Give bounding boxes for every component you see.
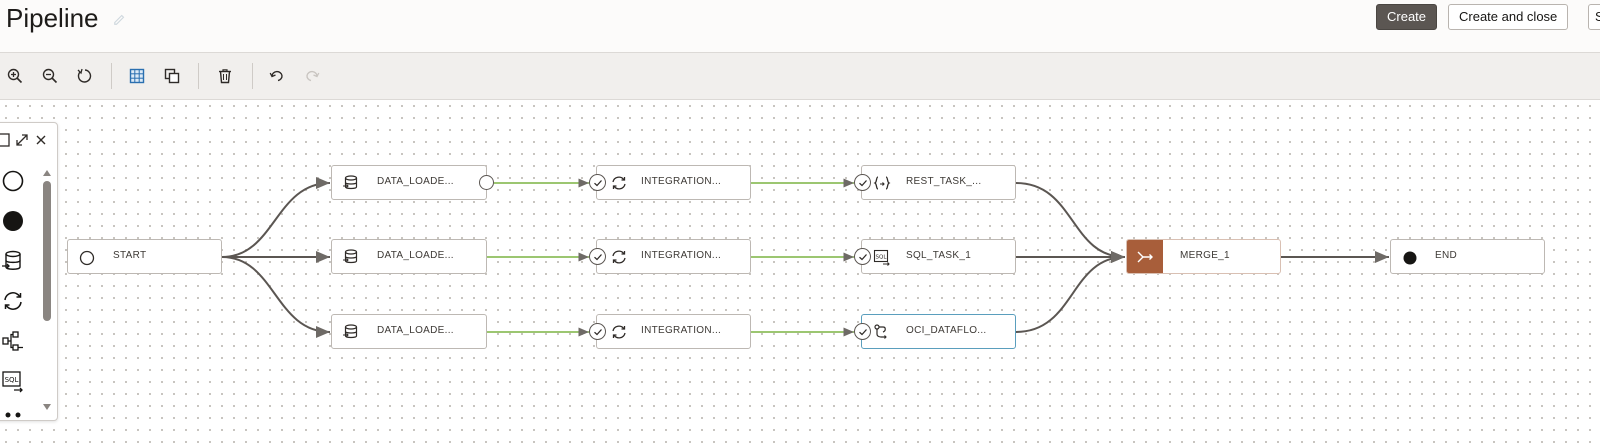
data-loader-icon bbox=[342, 323, 360, 341]
reset-icon[interactable] bbox=[74, 65, 96, 87]
data-loader-icon bbox=[342, 248, 360, 266]
start-circle-icon bbox=[78, 249, 96, 267]
node-integration-2[interactable]: INTEGRATION... bbox=[589, 239, 751, 274]
edge-start-loader3 bbox=[221, 256, 331, 338]
node-label: DATA_LOADE... bbox=[377, 325, 454, 336]
toolbar bbox=[0, 53, 1600, 100]
more-operators-icon[interactable] bbox=[1, 409, 25, 420]
undo-icon[interactable] bbox=[266, 65, 288, 87]
end-circle-icon bbox=[1401, 249, 1419, 267]
node-integration-3[interactable]: INTEGRATION... bbox=[589, 314, 751, 349]
node-rest-task[interactable]: REST_TASK_... bbox=[854, 165, 1016, 200]
rest-task-icon bbox=[873, 174, 891, 192]
node-label: DATA_LOADE... bbox=[377, 176, 454, 187]
redo-icon[interactable] bbox=[301, 65, 323, 87]
success-check-icon bbox=[854, 248, 871, 265]
toolbar-separator bbox=[252, 63, 253, 89]
scroll-up-icon[interactable] bbox=[42, 169, 52, 177]
node-label: INTEGRATION... bbox=[641, 325, 722, 336]
node-end[interactable]: END bbox=[1390, 239, 1545, 274]
scroll-down-icon[interactable] bbox=[42, 403, 52, 411]
node-label: INTEGRATION... bbox=[641, 176, 722, 187]
data-loader-icon[interactable] bbox=[1, 249, 25, 273]
svg-text:SQL: SQL bbox=[5, 376, 19, 384]
zoom-out-icon[interactable] bbox=[39, 65, 61, 87]
integration-task-icon bbox=[610, 174, 628, 192]
pipeline-edges bbox=[221, 177, 1389, 338]
svg-text:SQL: SQL bbox=[876, 255, 888, 261]
node-label: END bbox=[1435, 250, 1458, 261]
create-button[interactable]: Create bbox=[1376, 4, 1438, 30]
node-label: INTEGRATION... bbox=[641, 250, 722, 261]
edge-rest-merge bbox=[1015, 182, 1126, 263]
output-port[interactable] bbox=[479, 175, 494, 190]
page-header: Pipeline Create Create and close S bbox=[0, 0, 1600, 53]
success-check-icon bbox=[589, 248, 606, 265]
data-loader-icon bbox=[342, 174, 360, 192]
success-check-icon bbox=[589, 323, 606, 340]
delete-icon[interactable] bbox=[214, 65, 236, 87]
success-check-icon bbox=[854, 174, 871, 191]
node-label: START bbox=[113, 250, 147, 261]
create-and-close-button[interactable]: Create and close bbox=[1448, 4, 1569, 30]
zoom-in-icon[interactable] bbox=[4, 65, 26, 87]
success-check-icon bbox=[854, 323, 871, 340]
save-button[interactable]: S bbox=[1588, 4, 1600, 30]
start-operator-icon[interactable] bbox=[1, 169, 25, 193]
node-start[interactable]: START bbox=[67, 239, 222, 274]
integration-task-icon[interactable] bbox=[1, 289, 25, 313]
node-label: MERGE_1 bbox=[1180, 250, 1230, 261]
pipeline-canvas[interactable]: START DATA_LOADE... DATA_LOADE... DATA_L… bbox=[0, 100, 1600, 444]
edge-dataflow-merge bbox=[1015, 251, 1126, 333]
expand-icon[interactable] bbox=[15, 133, 29, 147]
operator-palette: SQL bbox=[0, 122, 58, 421]
edge-start-loader1 bbox=[221, 177, 331, 258]
palette-scrollbar[interactable] bbox=[43, 181, 51, 321]
node-label: REST_TASK_... bbox=[906, 176, 982, 187]
success-check-icon bbox=[589, 174, 606, 191]
integration-task-icon bbox=[610, 248, 628, 266]
pipeline-task-icon[interactable] bbox=[1, 329, 25, 353]
edit-pencil-icon[interactable] bbox=[113, 12, 127, 26]
node-label: SQL_TASK_1 bbox=[906, 250, 972, 261]
node-integration-1[interactable]: INTEGRATION... bbox=[589, 165, 751, 200]
node-sql-task[interactable]: SQL SQL_TASK_1 bbox=[854, 239, 1016, 274]
node-merge[interactable]: MERGE_1 bbox=[1126, 239, 1281, 274]
grid-icon[interactable] bbox=[126, 65, 148, 87]
sql-task-icon: SQL bbox=[873, 248, 891, 266]
node-label: DATA_LOADE... bbox=[377, 250, 454, 261]
toolbar-separator bbox=[198, 63, 199, 89]
sql-task-icon[interactable]: SQL bbox=[1, 369, 25, 393]
restore-icon[interactable] bbox=[0, 133, 10, 147]
node-oci-dataflow[interactable]: OCI_DATAFLO... bbox=[854, 314, 1016, 349]
node-label: OCI_DATAFLO... bbox=[906, 325, 987, 336]
copy-icon[interactable] bbox=[161, 65, 183, 87]
toolbar-separator bbox=[111, 63, 112, 89]
page-title: Pipeline bbox=[6, 3, 99, 33]
node-data-loader-2[interactable]: DATA_LOADE... bbox=[331, 239, 487, 274]
close-icon[interactable] bbox=[35, 133, 47, 147]
merge-icon bbox=[1127, 240, 1163, 273]
dataflow-task-icon bbox=[873, 323, 891, 341]
integration-task-icon bbox=[610, 323, 628, 341]
node-data-loader-3[interactable]: DATA_LOADE... bbox=[331, 314, 487, 349]
end-operator-icon[interactable] bbox=[1, 209, 25, 233]
node-data-loader-1[interactable]: DATA_LOADE... bbox=[331, 165, 494, 200]
